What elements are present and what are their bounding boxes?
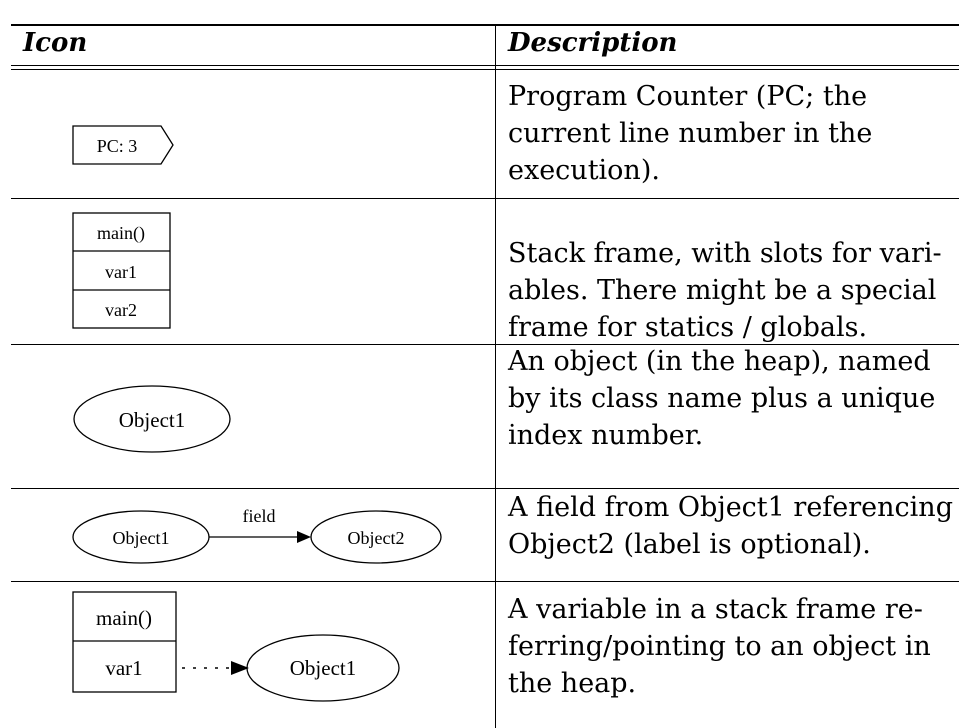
header-rule-upper — [11, 65, 959, 66]
header-icon: Icon — [23, 28, 88, 58]
description-line: index number. — [508, 420, 704, 451]
top-rule — [11, 24, 959, 26]
header-rule-lower — [11, 69, 959, 70]
pc-label: PC: 3 — [97, 136, 138, 156]
frame-box — [72, 591, 177, 693]
field-reference-icon: Object1 field Object2 — [72, 506, 442, 564]
row-2-description: Stack frame, with slots for vari- ables.… — [508, 235, 958, 346]
description-line: A field from Object1 referencing — [508, 492, 953, 523]
description-line: ables. There might be a special — [508, 275, 937, 306]
object-ellipse — [73, 385, 231, 453]
source-object-label: Object1 — [113, 528, 170, 548]
description-line: by its class name plus a unique — [508, 383, 936, 414]
description-line: A variable in a stack frame re- — [508, 594, 923, 625]
variable-reference-icon: main() var1 Object1 — [72, 591, 400, 702]
row-1-description: Program Counter (PC; the current line nu… — [508, 78, 958, 189]
target-object-label: Object2 — [348, 528, 405, 548]
pc-icon: PC: 3 — [72, 125, 174, 165]
description-line: Object2 (label is optional). — [508, 529, 871, 560]
description-line: execution). — [508, 155, 660, 186]
frame-label: main() — [96, 606, 152, 630]
field-label: field — [243, 506, 276, 526]
icon-legend-table: Icon Description PC: 3 Program Counter (… — [11, 24, 959, 728]
row-4-description: A field from Object1 referencing Object2… — [508, 489, 958, 563]
header-description: Description — [508, 28, 678, 58]
row-5-description: A variable in a stack frame re- ferring/… — [508, 591, 958, 702]
slot-label: var1 — [105, 262, 137, 282]
description-line: frame for statics / globals. — [508, 312, 868, 343]
slot-label: var1 — [105, 656, 142, 680]
frame-box — [72, 212, 171, 329]
frame-label: main() — [97, 223, 145, 244]
description-line: An object (in the heap), named — [508, 346, 931, 377]
pointer-arrow-head — [231, 661, 249, 675]
object-icon: Object1 — [73, 385, 231, 453]
row-rule — [11, 581, 959, 582]
column-separator — [495, 24, 496, 728]
object-ellipse — [246, 634, 400, 702]
object-label: Object1 — [119, 408, 185, 432]
slot-label: var2 — [105, 300, 137, 320]
description-line: Stack frame, with slots for vari- — [508, 238, 942, 269]
description-line: the heap. — [508, 668, 637, 699]
row-rule — [11, 488, 959, 489]
object-label: Object1 — [290, 656, 356, 680]
pc-arrow-shape — [72, 125, 174, 165]
description-line: ferring/pointing to an object in — [508, 631, 931, 662]
row-3-description: An object (in the heap), named by its cl… — [508, 343, 958, 454]
field-arrow-head — [297, 531, 311, 543]
description-line: Program Counter (PC; the — [508, 81, 868, 112]
row-rule — [11, 198, 959, 199]
description-line: current line number in the — [508, 118, 873, 149]
target-object-ellipse — [310, 510, 442, 564]
stack-frame-icon: main() var1 var2 — [72, 212, 171, 329]
row-rule — [11, 344, 959, 345]
